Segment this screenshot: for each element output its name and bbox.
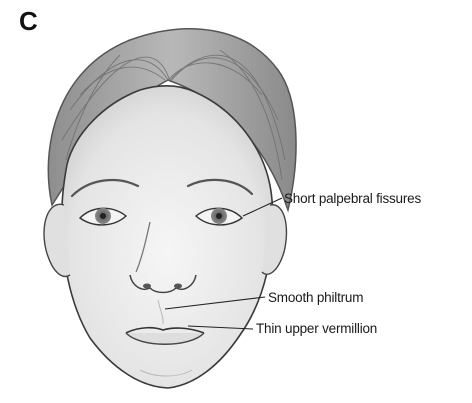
callout-vermillion-label: Thin upper vermillion — [256, 321, 377, 336]
callout-philtrum-label: Smooth philtrum — [268, 290, 363, 305]
callout-palpebral-label: Short palpebral fissures — [284, 191, 421, 206]
